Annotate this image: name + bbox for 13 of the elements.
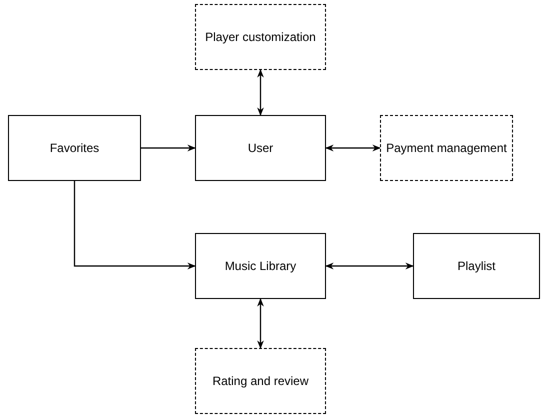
arrow <box>325 144 381 152</box>
process-box: Player customization <box>195 4 326 70</box>
process-box: Payment management <box>380 115 513 181</box>
arrow <box>325 262 414 270</box>
arrow <box>257 69 264 116</box>
process-box: Playlist <box>413 233 540 299</box>
process-box: Music Library <box>195 233 326 299</box>
process-box: Favorites <box>8 115 141 181</box>
arrow <box>257 298 264 349</box>
arrow <box>74 181 196 270</box>
arrow <box>141 144 196 152</box>
process-box: Rating and review <box>195 348 326 414</box>
process-box: User <box>195 115 326 181</box>
